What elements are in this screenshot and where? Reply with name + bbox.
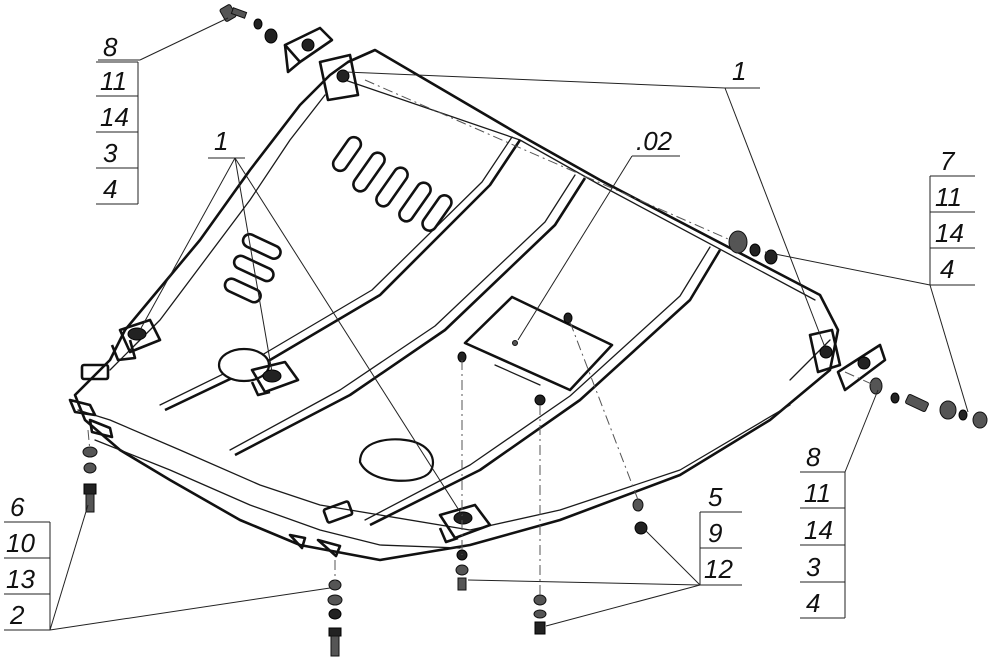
callout-label: 7: [940, 146, 956, 176]
callout-label: 12: [704, 554, 733, 584]
callout-label: 11: [100, 66, 127, 96]
callout-label: 4: [940, 254, 954, 284]
bolt-set-bottom-center: [327, 579, 343, 657]
callout-label: 3: [103, 138, 118, 168]
bolt-set-bottom-left: [82, 446, 98, 513]
callout-label: 9: [708, 518, 722, 548]
callout-label: 6: [10, 492, 25, 522]
callout-right-top: 7 11 14 4: [929, 146, 975, 285]
bracket-center-left: [250, 360, 300, 397]
skid-plate: [68, 48, 840, 562]
callout-bottom-center: 5 9 12: [699, 482, 742, 585]
callout-label: 4: [806, 588, 820, 618]
stud-stack-far-right: [563, 312, 648, 535]
callout-label: 14: [935, 218, 964, 248]
callout-label: 3: [806, 552, 821, 582]
bracket-right: [808, 328, 887, 392]
callout-part-1-top: 1: [732, 56, 746, 86]
service-hatch: [463, 295, 614, 392]
callout-label: 8: [103, 32, 118, 62]
callout-label: 14: [804, 515, 833, 545]
callout-part-1-left: 1: [214, 126, 228, 156]
vent-slots-lower: [223, 232, 282, 304]
bracket-left: [110, 318, 162, 362]
bracket-bottom-center: [438, 503, 492, 544]
callout-label: 11: [804, 478, 831, 508]
callout-bottom-left: 6 10 13 2: [4, 492, 51, 630]
callout-right-bottom: 8 11 14 3 4: [800, 442, 846, 619]
callout-label: 8: [806, 442, 821, 472]
callout-label: 14: [100, 102, 129, 132]
bracket-top-left: [283, 26, 360, 102]
callout-label: 4: [103, 174, 117, 204]
bolt-set-right-lower: [869, 377, 988, 429]
access-hole-center: [358, 438, 435, 482]
callout-top-left: 8 11 14 3 4: [96, 32, 139, 205]
callout-ref-02: .02: [636, 126, 673, 156]
leader-lines: [4, 17, 975, 631]
callout-label: 5: [708, 482, 723, 512]
bolt-set-right-upper: [728, 230, 778, 265]
callout-label: 2: [9, 600, 25, 630]
callout-label: 13: [6, 564, 35, 594]
bolt-set-top-left: [219, 4, 278, 44]
assembly-lines: [87, 79, 877, 600]
callout-label: 11: [935, 182, 962, 212]
vent-slots-upper: [331, 135, 453, 232]
callout-label: 10: [6, 528, 35, 558]
access-hole-left: [217, 347, 271, 383]
